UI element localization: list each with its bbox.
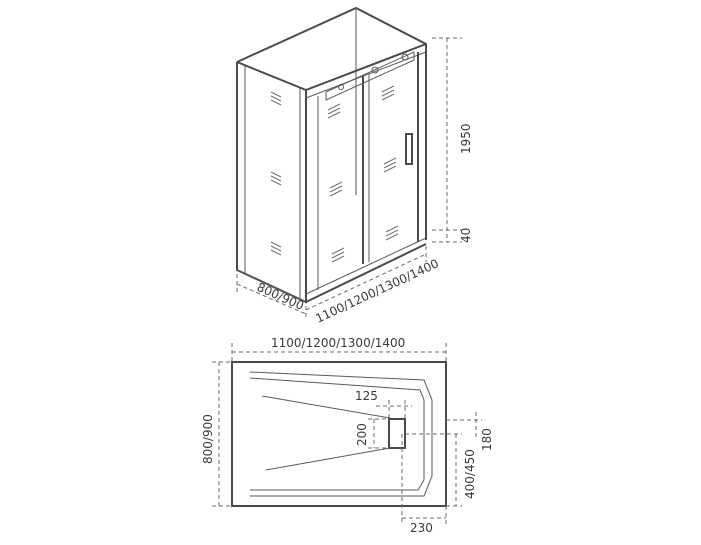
door-handle-icon: [405, 133, 413, 165]
depth-dimension-line: [236, 283, 307, 315]
drain-height-label: 200: [355, 423, 369, 446]
height-base-label: 40: [459, 228, 473, 243]
front-top-rail: [305, 43, 427, 91]
plan-view: 1100/1200/1300/1400 800/900 125 200 180: [201, 336, 494, 535]
front-top-rail-inner: [305, 51, 427, 99]
roller-icon: [338, 84, 344, 90]
drain-width-label: 125: [355, 389, 378, 403]
slope-line-bottom: [265, 447, 391, 471]
tray-inner-contour-2: [249, 377, 425, 491]
front-bottom-rail: [305, 243, 427, 303]
left-panel-outline: [236, 61, 307, 304]
plan-width-label: 1100/1200/1300/1400: [271, 336, 405, 350]
roller-icon-3: [401, 53, 409, 61]
slope-line-top: [261, 395, 391, 419]
height-total-label: 1950: [459, 123, 473, 154]
shower-tray-outline: [231, 361, 447, 507]
drain-offset-right-label: 180: [480, 428, 494, 451]
tray-inner-contour: [249, 371, 433, 497]
drain-offset-left-label: 230: [410, 521, 433, 535]
drain-icon: [388, 418, 406, 449]
isometric-view: 1950 40 800/900 1100/1200/1300/1400: [236, 6, 473, 326]
drain-offset-bottom-label: 400/450: [463, 449, 477, 499]
enclosure-back-outline: [236, 6, 427, 240]
roller-icon-2: [371, 66, 379, 74]
width-dimension-line: [305, 253, 427, 311]
glass-reflection-marks: [270, 85, 399, 263]
slider-bar: [325, 51, 415, 101]
plan-depth-label: 800/900: [201, 414, 215, 464]
side-bottom-rail: [236, 269, 307, 303]
depth-label: 800/900: [255, 280, 306, 313]
front-bottom-rail-inner: [305, 237, 427, 295]
